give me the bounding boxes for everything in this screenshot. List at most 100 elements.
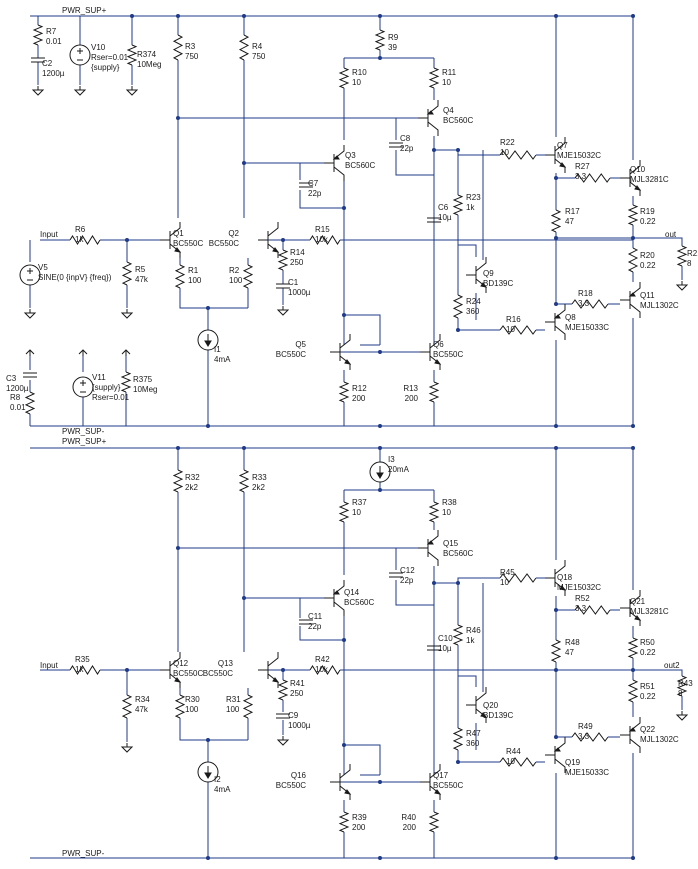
component-value-q5: BC550C xyxy=(276,350,306,359)
component-ref-r42: R42 xyxy=(315,655,330,664)
component-value-r14: 250 xyxy=(290,258,304,267)
component-ref-r12: R12 xyxy=(352,384,367,393)
component-ref-q11: Q11 xyxy=(640,291,655,300)
component-value-r32: 2k2 xyxy=(185,483,198,492)
component-value-r22: 10 xyxy=(500,148,509,157)
component-ref-r15: R15 xyxy=(315,225,330,234)
component-ref-r45: R45 xyxy=(500,568,515,577)
component-value-q22: MJL1302C xyxy=(640,735,679,744)
component-ref-q2: Q2 xyxy=(228,229,239,238)
component-ref-q22: Q22 xyxy=(640,725,656,734)
component-value-r51: 0.22 xyxy=(640,692,656,701)
component-ref-q1: Q1 xyxy=(173,229,184,238)
component-value-c7: 22p xyxy=(308,189,322,198)
component-ref-r32: R32 xyxy=(185,473,200,482)
component-value-r42: 10k xyxy=(315,665,329,674)
component-value-r31: 100 xyxy=(226,705,240,714)
component-value-i3: 20mA xyxy=(388,465,410,474)
component-ref-q4: Q4 xyxy=(443,106,454,115)
component-value-i2: 4mA xyxy=(214,785,231,794)
component-value-v11: {supply} xyxy=(92,383,121,392)
component-ref-r50: R50 xyxy=(640,638,655,647)
component-value-r35: 1k xyxy=(75,665,84,674)
component-ref-r374: R374 xyxy=(137,50,157,59)
component-ref-q7: Q7 xyxy=(557,141,568,150)
component-ref-r7: R7 xyxy=(46,27,57,36)
component-ref-r14: R14 xyxy=(290,248,305,257)
component-value-r27: 3.3 xyxy=(575,172,587,181)
component-value-r5: 47k xyxy=(135,275,149,284)
component-value-q3: BC560C xyxy=(345,161,375,170)
component-ref-r46: R46 xyxy=(466,626,481,635)
component-ref-r39: R39 xyxy=(352,813,367,822)
component-value-r34: 47k xyxy=(135,705,149,714)
wires xyxy=(23,14,689,860)
component-value-r41: 250 xyxy=(290,689,304,698)
component-ref-q3: Q3 xyxy=(345,151,356,160)
component-value-c12: 22p xyxy=(400,576,414,585)
component-value-r40: 200 xyxy=(403,823,417,832)
component-value-r46: 1k xyxy=(466,636,475,645)
component-ref-r49: R49 xyxy=(578,722,593,731)
component-value-q13: BC550C xyxy=(203,669,233,678)
component-ref-c8: C8 xyxy=(400,134,411,143)
component-value-r8: 0.01 xyxy=(10,403,26,412)
component-ref-r1: R1 xyxy=(188,266,199,275)
component-value-r2: 100 xyxy=(229,276,243,285)
component-ref-r9: R9 xyxy=(388,33,399,42)
component-value-r11: 10 xyxy=(442,78,451,87)
component-ref-q17: Q17 xyxy=(433,771,449,780)
component-ref-r35: R35 xyxy=(75,655,90,664)
component-ref-r375: R375 xyxy=(133,375,153,384)
component-ref-i1: I1 xyxy=(214,345,221,354)
component-value-r18: 3.3 xyxy=(578,299,590,308)
component-value-q15: BC560C xyxy=(443,549,473,558)
component-value-r37: 10 xyxy=(352,508,361,517)
component-ref-q18: Q18 xyxy=(557,573,573,582)
component-ref-r2: R2 xyxy=(229,266,240,275)
component-value2-v11: Rser=0.01 xyxy=(92,393,130,402)
component-value-c3: 1200µ xyxy=(6,384,29,393)
r7-resistor-symbol: R70.01 xyxy=(32,24,62,46)
component-ref-q5: Q5 xyxy=(295,340,306,349)
component-value-r4: 750 xyxy=(252,52,266,61)
component-ref-r8: R8 xyxy=(10,393,21,402)
component-value-q1: BC550C xyxy=(173,239,203,248)
component-ref-r43: R43 xyxy=(678,679,693,688)
component-ref-q12: Q12 xyxy=(173,659,189,668)
component-value-c9: 1000µ xyxy=(288,721,311,730)
component-ref-q15: Q15 xyxy=(443,539,459,548)
component-value-r20: 0.22 xyxy=(640,261,656,270)
component-value-r52: 3.3 xyxy=(575,604,587,613)
component-ref-q13: Q13 xyxy=(218,659,234,668)
